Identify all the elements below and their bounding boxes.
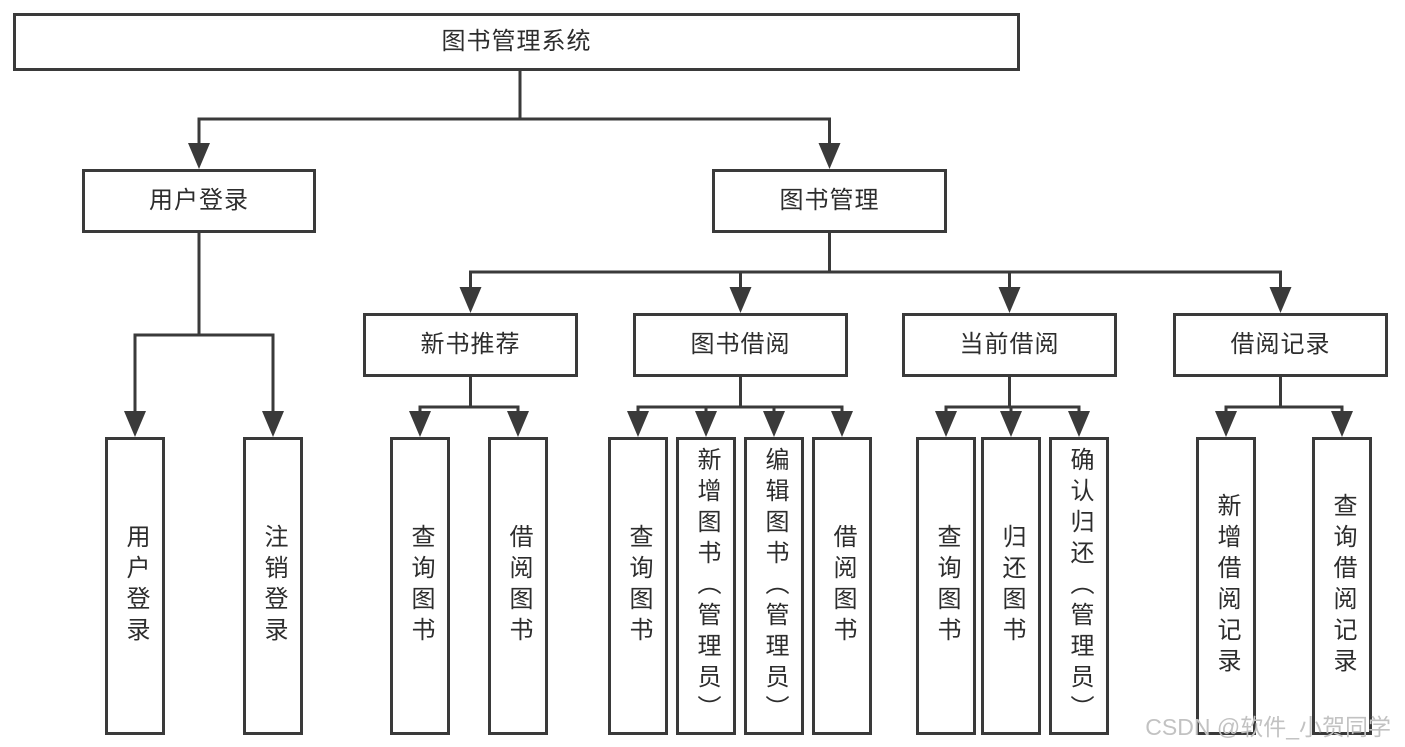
node-leaf-borrow-book-borrow: 借阅图书 (812, 437, 872, 735)
node-leaf-add-book-admin-label: 新增图书（管理员） (693, 446, 720, 726)
node-module-current-borrow-label: 当前借阅 (959, 331, 1060, 358)
node-module-borrow-records-label: 借阅记录 (1230, 331, 1331, 358)
node-leaf-add-book-admin: 新增图书（管理员） (676, 437, 736, 735)
node-leaf-user-login-label: 用户登录 (122, 524, 149, 648)
node-leaf-edit-book-admin-label: 编辑图书（管理员） (761, 446, 788, 726)
node-module-new-book-recommend: 新书推荐 (363, 313, 578, 377)
node-leaf-query-borrow-record: 查询借阅记录 (1312, 437, 1372, 735)
node-leaf-query-book-recommend: 查询图书 (390, 437, 450, 735)
node-leaf-query-book-borrow-label: 查询图书 (625, 524, 652, 648)
node-leaf-borrow-book-recommend-label: 借阅图书 (505, 524, 532, 648)
node-root-system: 图书管理系统 (13, 13, 1020, 71)
node-leaf-query-book-current: 查询图书 (916, 437, 976, 735)
node-leaf-return-book: 归还图书 (981, 437, 1041, 735)
watermark-text: CSDN @软件_小贺同学 (1145, 714, 1391, 740)
node-branch-user-login-label: 用户登录 (149, 187, 249, 214)
node-leaf-logout: 注销登录 (243, 437, 303, 735)
node-leaf-add-borrow-record-label: 新增借阅记录 (1213, 493, 1240, 679)
node-module-borrow-records: 借阅记录 (1173, 313, 1388, 377)
node-module-book-borrow: 图书借阅 (633, 313, 848, 377)
node-leaf-confirm-return-admin-label: 确认归还（管理员） (1066, 446, 1093, 726)
node-branch-book-management: 图书管理 (712, 169, 947, 233)
node-module-book-borrow-label: 图书借阅 (690, 331, 791, 358)
node-leaf-query-borrow-record-label: 查询借阅记录 (1329, 493, 1356, 679)
node-module-current-borrow: 当前借阅 (902, 313, 1117, 377)
node-leaf-borrow-book-recommend: 借阅图书 (488, 437, 548, 735)
node-leaf-return-book-label: 归还图书 (998, 524, 1025, 648)
node-branch-user-login: 用户登录 (82, 169, 316, 233)
node-leaf-query-book-current-label: 查询图书 (933, 524, 960, 648)
node-leaf-query-book-borrow: 查询图书 (608, 437, 668, 735)
node-branch-book-management-label: 图书管理 (779, 187, 880, 214)
node-leaf-logout-label: 注销登录 (260, 524, 287, 648)
node-leaf-borrow-book-borrow-label: 借阅图书 (829, 524, 856, 648)
node-leaf-add-borrow-record: 新增借阅记录 (1196, 437, 1256, 735)
node-leaf-query-book-recommend-label: 查询图书 (407, 524, 434, 648)
node-root-system-label: 图书管理系统 (441, 28, 592, 55)
node-module-new-book-recommend-label: 新书推荐 (420, 331, 521, 358)
arrowheads (124, 143, 1353, 437)
node-leaf-edit-book-admin: 编辑图书（管理员） (744, 437, 804, 735)
node-leaf-user-login: 用户登录 (105, 437, 165, 735)
node-leaf-confirm-return-admin: 确认归还（管理员） (1049, 437, 1109, 735)
